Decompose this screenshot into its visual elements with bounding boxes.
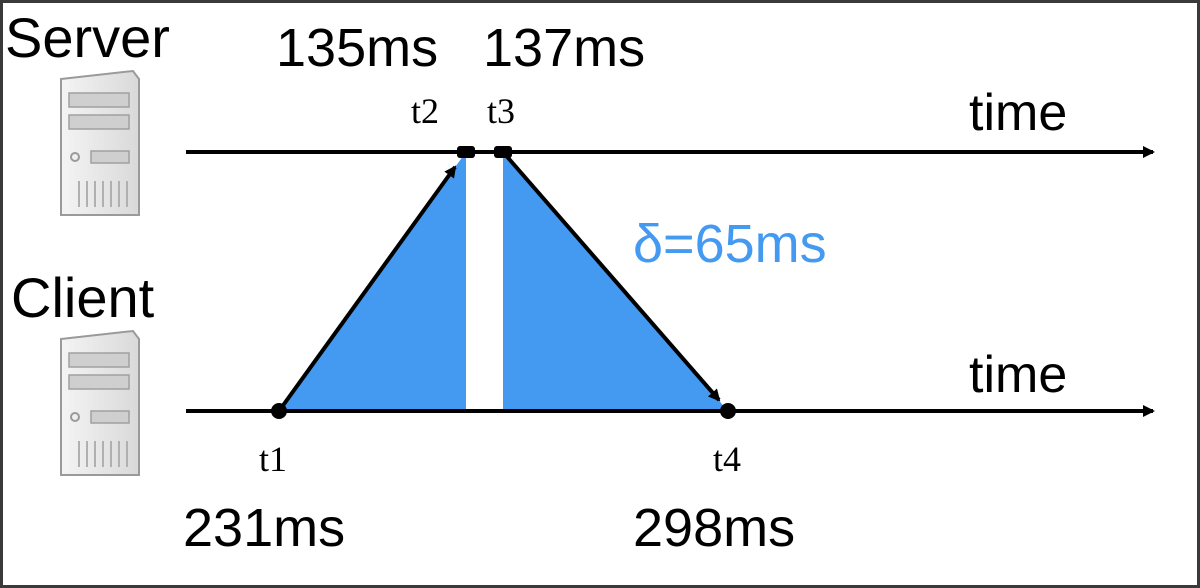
t4-label: t4 <box>713 439 741 479</box>
t4-value: 298ms <box>633 498 795 558</box>
request-arrow <box>277 165 457 413</box>
t3-marker <box>494 146 512 158</box>
t3-value: 137ms <box>483 18 645 78</box>
server-tower-icon <box>60 69 140 216</box>
delta-label: δ=65ms <box>633 214 827 274</box>
t1-marker <box>271 403 287 419</box>
server-time-label: time <box>969 84 1067 142</box>
t1-value: 231ms <box>183 498 345 558</box>
t2-marker <box>457 146 475 158</box>
diagram-canvas: Server Client time time 135ms 137ms t2 t… <box>5 6 1155 558</box>
client-label: Client <box>11 266 155 329</box>
t1-label: t1 <box>259 439 287 479</box>
client-time-label: time <box>969 346 1067 404</box>
t2-value: 135ms <box>276 18 438 78</box>
t4-marker <box>720 403 736 419</box>
server-label: Server <box>5 6 170 69</box>
client-tower-icon <box>60 329 140 476</box>
t3-label: t3 <box>487 91 515 131</box>
t2-label: t2 <box>411 91 439 131</box>
response-arrow <box>501 150 721 402</box>
